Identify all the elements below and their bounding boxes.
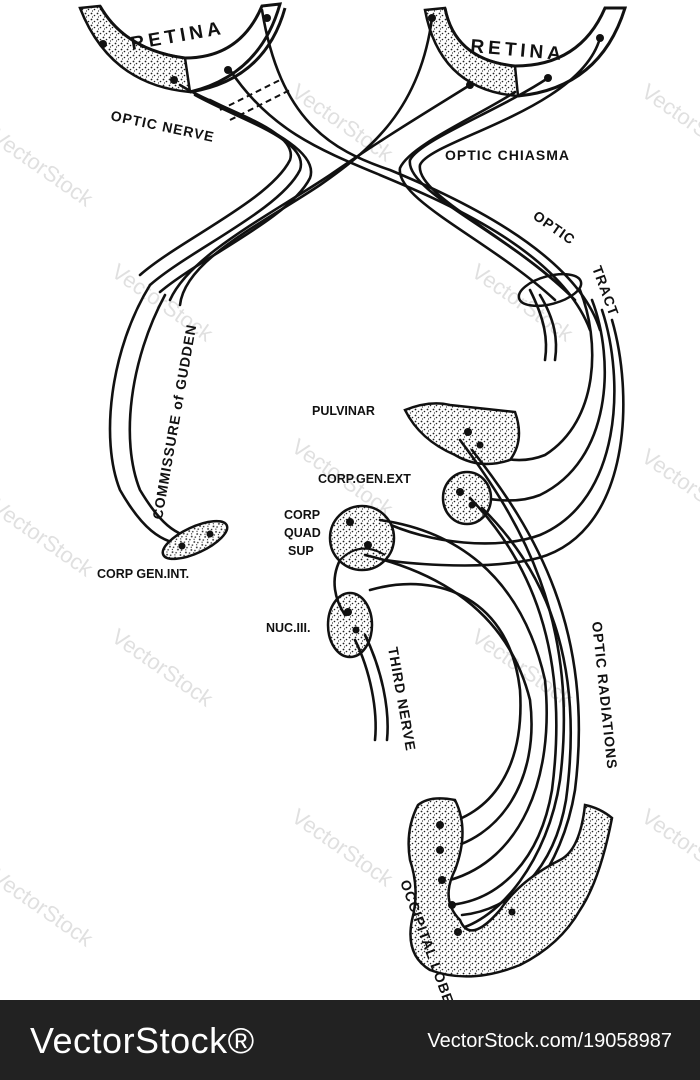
label-corp-quad-2: QUAD <box>284 526 321 540</box>
label-commissure-of-gudden: COMMISSURE of GUDDEN <box>149 323 199 521</box>
pulvinar-nucleus <box>403 402 521 466</box>
visual-pathway-diagram: VectorStock VectorStock VectorStock Vect… <box>0 2 700 1000</box>
label-corp-quad-1: CORP <box>284 508 320 522</box>
superior-colliculus <box>328 504 396 572</box>
watermark-text: VectorStock <box>107 624 218 712</box>
retina-left <box>78 2 287 94</box>
watermark-text: VectorStock <box>637 804 700 892</box>
label-optic-nerve: OPTIC NERVE <box>109 107 216 145</box>
watermark-text: VectorStock <box>0 864 98 952</box>
watermark-text: VectorStock <box>637 79 700 167</box>
label-pulvinar: PULVINAR <box>312 404 375 418</box>
label-retina-left: RETINA <box>129 18 226 55</box>
label-optic-tract-2: TRACT <box>589 264 622 319</box>
oculomotor-nucleus <box>326 558 389 742</box>
label-optic-radiations: OPTIC RADIATIONS <box>589 621 620 771</box>
label-third-nerve: THIRD NERVE <box>385 646 419 753</box>
label-corp-gen-int: CORP GEN.INT. <box>97 567 189 581</box>
label-nuc-iii: NUC.III. <box>266 621 310 635</box>
watermark-text: VectorStock <box>0 494 98 582</box>
footer-brand: VectorStock® <box>30 1020 255 1061</box>
watermark-text: VectorStock <box>287 804 398 892</box>
footer-image-id: VectorStock.com/19058987 <box>427 1030 672 1052</box>
label-optic-chiasma: OPTIC CHIASMA <box>445 147 570 163</box>
lateral-geniculate-body <box>441 470 493 526</box>
watermark-text: VectorStock <box>107 259 218 347</box>
footer-bar: VectorStock® VectorStock.com/19058987 <box>0 1000 700 1080</box>
label-corp-gen-ext: CORP.GEN.EXT <box>318 472 411 486</box>
watermark-text: VectorStock <box>637 444 700 532</box>
label-corp-quad-3: SUP <box>288 544 314 558</box>
label-optic-tract-1: OPTIC <box>530 207 578 248</box>
occipital-lobe-cortex <box>407 797 614 978</box>
watermark-text: VectorStock <box>0 124 98 212</box>
optic-nerve-fibers <box>138 8 602 332</box>
commissure-of-gudden-fibers <box>108 283 229 561</box>
